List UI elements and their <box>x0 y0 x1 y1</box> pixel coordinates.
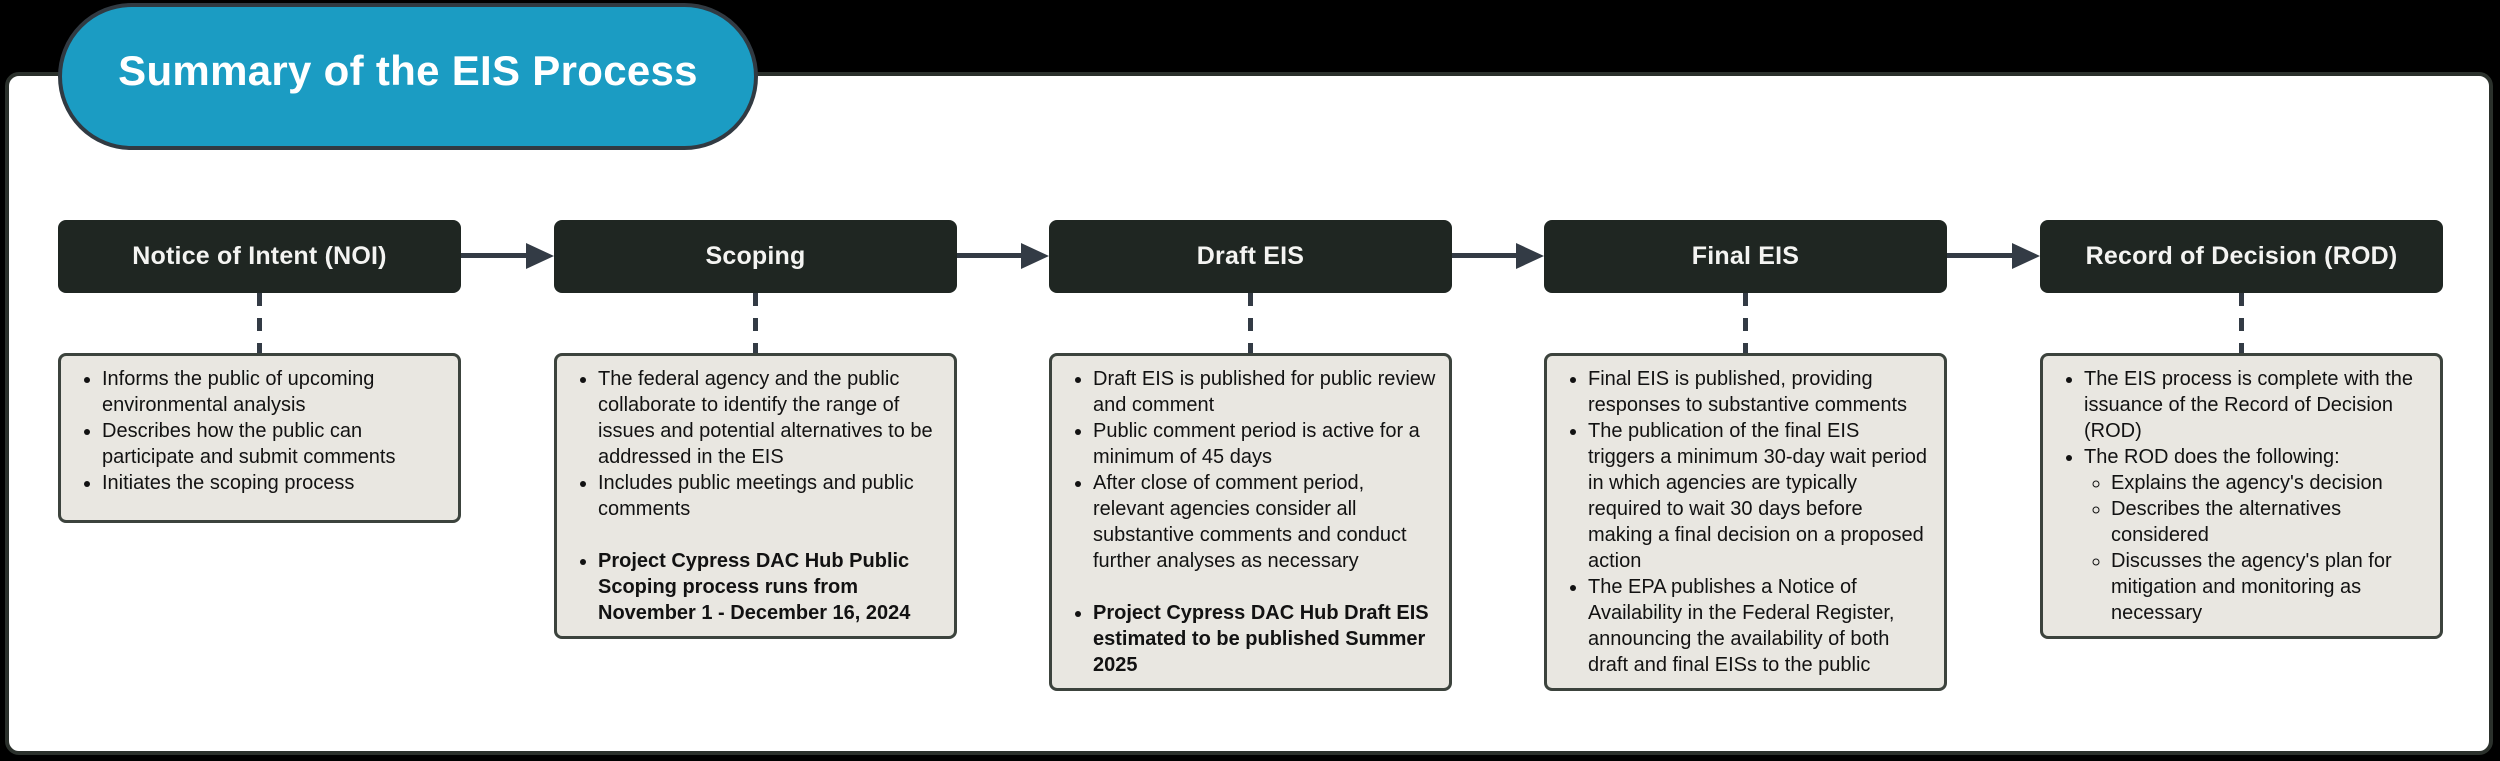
bullet-item: The EIS process is complete with the iss… <box>2084 366 2427 444</box>
bullet-item: Final EIS is published, providing respon… <box>1588 366 1931 418</box>
process-step-header: Final EIS <box>1544 220 1947 293</box>
process-step-title: Final EIS <box>1691 242 1800 270</box>
process-step-header: Record of Decision (ROD) <box>2040 220 2443 293</box>
bullet-item: Draft EIS is published for public review… <box>1093 366 1436 418</box>
bullet-item: Public comment period is active for a mi… <box>1093 418 1436 470</box>
arrow-head-icon <box>1021 243 1049 269</box>
dashed-connector <box>2239 293 2244 353</box>
process-step: Final EIS Final EIS is published, provid… <box>1544 220 1947 691</box>
process-step-title: Record of Decision (ROD) <box>2085 242 2398 270</box>
step-detail-box: Final EIS is published, providing respon… <box>1544 353 1947 691</box>
process-step-header: Scoping <box>554 220 957 293</box>
step-bullet-list: Draft EIS is published for public review… <box>1063 366 1436 678</box>
arrow-head-icon <box>526 243 554 269</box>
step-bullet-list: Informs the public of upcoming environme… <box>72 366 445 496</box>
dashed-connector <box>1248 293 1253 353</box>
bullet-item: After close of comment period, relevant … <box>1093 470 1436 574</box>
bullet-item: Includes public meetings and public comm… <box>598 470 941 522</box>
bullet-item: The ROD does the following:Explains the … <box>2084 444 2427 626</box>
step-detail-box: Informs the public of upcoming environme… <box>58 353 461 523</box>
process-step-title: Scoping <box>705 242 806 270</box>
process-step: Notice of Intent (NOI) Informs the publi… <box>58 220 461 523</box>
flow-arrow <box>1452 243 1544 269</box>
process-step-header: Notice of Intent (NOI) <box>58 220 461 293</box>
bullet-item: The publication of the final EIS trigger… <box>1588 418 1931 574</box>
bullet-item: Informs the public of upcoming environme… <box>102 366 445 418</box>
process-step-title: Notice of Intent (NOI) <box>132 242 387 270</box>
flow-arrow <box>461 243 554 269</box>
process-step: Draft EIS Draft EIS is published for pub… <box>1049 220 1452 691</box>
step-detail-box: The EIS process is complete with the iss… <box>2040 353 2443 639</box>
flow-arrow <box>957 243 1049 269</box>
arrow-shaft <box>957 253 1023 258</box>
process-step-header: Draft EIS <box>1049 220 1452 293</box>
flow-arrow <box>1947 243 2040 269</box>
step-bullet-list: Final EIS is published, providing respon… <box>1558 366 1931 678</box>
process-step: Scoping The federal agency and the publi… <box>554 220 957 639</box>
process-step-title: Draft EIS <box>1196 242 1305 270</box>
sub-bullet-list: Explains the agency's decisionDescribes … <box>2084 470 2427 626</box>
arrow-shaft <box>461 253 527 258</box>
bullet-item: Project Cypress DAC Hub Public Scoping p… <box>598 548 941 626</box>
sub-bullet-item: Discusses the agency's plan for mitigati… <box>2111 548 2427 626</box>
process-step: Record of Decision (ROD) The EIS process… <box>2040 220 2443 639</box>
step-detail-box: Draft EIS is published for public review… <box>1049 353 1452 691</box>
step-detail-box: The federal agency and the public collab… <box>554 353 957 639</box>
step-bullet-list: The EIS process is complete with the iss… <box>2054 366 2427 626</box>
arrow-shaft <box>1452 253 1518 258</box>
arrow-shaft <box>1947 253 2013 258</box>
bullet-item: The EPA publishes a Notice of Availabili… <box>1588 574 1931 678</box>
dashed-connector <box>257 293 262 353</box>
sub-bullet-item: Describes the alternatives considered <box>2111 496 2427 548</box>
bullet-item: Describes how the public can participate… <box>102 418 445 470</box>
sub-bullet-item: Explains the agency's decision <box>2111 470 2427 496</box>
diagram-panel: Notice of Intent (NOI) Informs the publi… <box>5 72 2493 755</box>
bullet-item: Project Cypress DAC Hub Draft EIS estima… <box>1093 600 1436 678</box>
dashed-connector <box>753 293 758 353</box>
bullet-item: Initiates the scoping process <box>102 470 445 496</box>
diagram-title: Summary of the EIS Process <box>118 46 698 94</box>
step-bullet-list: The federal agency and the public collab… <box>568 366 941 626</box>
dashed-connector <box>1743 293 1748 353</box>
diagram-title-pill: Summary of the EIS Process <box>58 3 758 150</box>
arrow-head-icon <box>1516 243 1544 269</box>
bullet-item: The federal agency and the public collab… <box>598 366 941 470</box>
arrow-head-icon <box>2012 243 2040 269</box>
